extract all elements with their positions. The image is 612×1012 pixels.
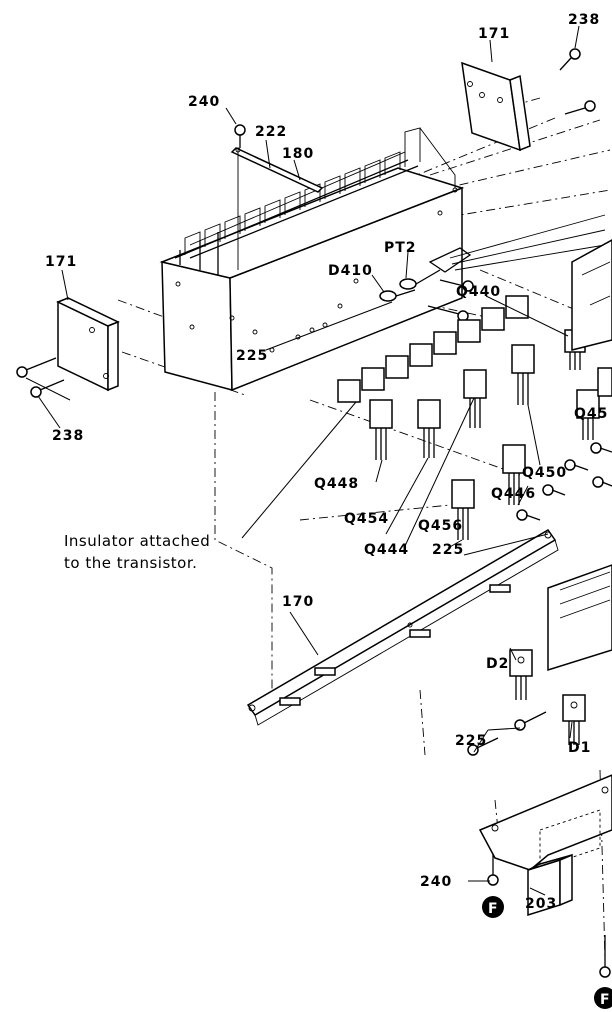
screw-240-bottom (487, 838, 499, 886)
label-225-a: 225 (236, 348, 268, 364)
label-222: 222 (255, 124, 287, 140)
screw-225-b (439, 279, 474, 292)
transistor-q456 (451, 479, 475, 540)
side-bracket-top (461, 61, 531, 152)
label-203: 203 (525, 896, 557, 912)
diode-d2 (509, 649, 533, 700)
screw-240-top (234, 124, 246, 148)
label-q454: Q454 (344, 511, 389, 527)
lower-right-heatsink (547, 564, 612, 672)
diode-d1 (562, 694, 586, 745)
label-240-top: 240 (188, 94, 220, 110)
screw-225-d (542, 484, 566, 496)
screw-225-i (514, 711, 547, 731)
label-q448: Q448 (314, 476, 359, 492)
part-labels: 238 171 240 222 180 171 PT2 D410 Q440 22… (45, 12, 611, 1008)
label-171-left: 171 (45, 254, 77, 270)
chassis-plate (478, 774, 612, 871)
transistor-q450 (511, 344, 535, 405)
screw-225-f (592, 476, 612, 488)
label-171-top: 171 (478, 26, 510, 42)
screw-238-left-lower (30, 379, 65, 398)
label-180: 180 (282, 146, 314, 162)
f-marker-1 (482, 896, 504, 918)
mounting-bar-170 (246, 529, 559, 726)
screw-238-top-lower (564, 100, 596, 115)
screw-238-left-upper (16, 357, 57, 378)
label-q456: Q456 (418, 518, 463, 534)
label-225-c: 225 (455, 733, 487, 749)
label-225-b: 225 (432, 542, 464, 558)
label-pt2: PT2 (384, 240, 417, 256)
transistor-q454 (417, 399, 441, 458)
screw-225-e (564, 459, 589, 471)
label-170: 170 (282, 594, 314, 610)
pt2-d410-cluster (379, 214, 606, 302)
label-q444: Q444 (364, 542, 409, 558)
label-q440: Q440 (456, 284, 501, 300)
screw-225-h (467, 737, 499, 756)
screw-225-g (590, 442, 612, 454)
right-module (571, 239, 612, 351)
transistor-group (369, 329, 612, 540)
label-240-bottom: 240 (420, 874, 452, 890)
label-d1: D1 (568, 740, 591, 756)
transistor-q446 (502, 444, 526, 505)
note-line-1: Insulator attached (64, 532, 210, 550)
label-d410: D410 (328, 263, 373, 279)
bracket-bar-222 (230, 147, 324, 270)
part-203 (527, 853, 573, 917)
transistor-q448 (369, 399, 393, 460)
label-q45x: Q45 (574, 406, 608, 422)
label-q446: Q446 (491, 486, 536, 502)
screw-225-c (516, 509, 541, 521)
f-marker-2 (594, 987, 612, 1009)
label-f2: F (600, 992, 611, 1008)
label-238-left: 238 (52, 428, 84, 444)
screw-238-top-upper (559, 48, 581, 71)
insulator-note: Insulator attached to the transistor. (64, 532, 210, 572)
label-d2: D2 (486, 656, 509, 672)
label-q450: Q450 (522, 465, 567, 481)
leader-lines (25, 25, 580, 896)
transistor-q444 (463, 369, 487, 428)
screw-240-bottom-right (599, 935, 611, 978)
insulator-row (337, 295, 529, 403)
label-238-top: 238 (568, 12, 600, 28)
side-bracket-left (56, 297, 120, 392)
note-line-2: to the transistor. (64, 554, 197, 572)
heat-sink (159, 127, 465, 392)
label-f1: F (488, 901, 499, 917)
transistor-q45x (576, 389, 600, 440)
